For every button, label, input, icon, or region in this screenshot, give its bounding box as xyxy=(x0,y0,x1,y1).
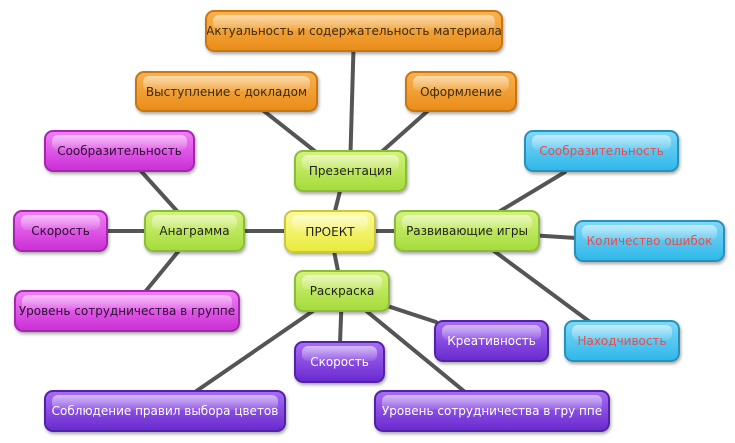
node-coloring-speed[interactable]: Скорость xyxy=(294,341,385,383)
node-label: Развивающие игры xyxy=(406,224,528,238)
node-games-errors[interactable]: Количество ошибок xyxy=(574,220,725,262)
node-coloring-rules[interactable]: Соблюдение правил выбора цветов xyxy=(44,390,286,432)
node-label: Презентация xyxy=(308,164,393,178)
node-games-wit[interactable]: Сообразительность xyxy=(524,130,679,172)
node-label: Анаграмма xyxy=(159,224,230,238)
node-anagram-speed[interactable]: Скорость xyxy=(13,210,108,252)
node-center-project[interactable]: ПРОЕКТ xyxy=(284,210,376,253)
node-games-resourcefulness[interactable]: Находчивость xyxy=(564,320,680,362)
node-anagram-wit[interactable]: Сообразительность xyxy=(44,130,195,172)
node-label: Сообразительность xyxy=(539,144,664,158)
node-anagram[interactable]: Анаграмма xyxy=(144,210,245,252)
node-presentation[interactable]: Презентация xyxy=(294,150,407,192)
node-coloring-cooperation[interactable]: Уровень сотрудничества в гру ппе xyxy=(374,390,610,432)
node-coloring-creativity[interactable]: Креативность xyxy=(434,320,549,362)
node-label: Креативность xyxy=(447,334,536,348)
node-label: Уровень сотрудничества в гру ппе xyxy=(381,404,603,418)
node-actuality[interactable]: Актуальность и содержательность материал… xyxy=(205,10,503,52)
node-label: Скорость xyxy=(31,224,90,238)
node-label: Оформление xyxy=(420,84,502,99)
node-anagram-cooperation[interactable]: Уровень сотрудничества в группе xyxy=(14,290,240,332)
node-games[interactable]: Развивающие игры xyxy=(394,210,540,252)
node-coloring[interactable]: Раскраска xyxy=(294,270,390,312)
link-presentation-actuality xyxy=(348,29,356,173)
node-label: Уровень сотрудничества в группе xyxy=(18,304,236,318)
node-label: Актуальность и содержательность материал… xyxy=(206,24,502,38)
node-label: Сообразительность xyxy=(57,144,182,158)
node-label: Скорость xyxy=(310,355,369,369)
node-label: Количество ошибок xyxy=(586,234,713,248)
node-speech[interactable]: Выступление с докладом xyxy=(135,71,318,112)
node-label: Находчивость xyxy=(577,334,667,348)
node-design[interactable]: Оформление xyxy=(405,71,517,112)
node-label: Выступление с докладом xyxy=(145,84,308,99)
node-label: Соблюдение правил выбора цветов xyxy=(51,404,279,418)
node-label: Раскраска xyxy=(309,284,375,298)
node-label: ПРОЕКТ xyxy=(305,224,355,239)
